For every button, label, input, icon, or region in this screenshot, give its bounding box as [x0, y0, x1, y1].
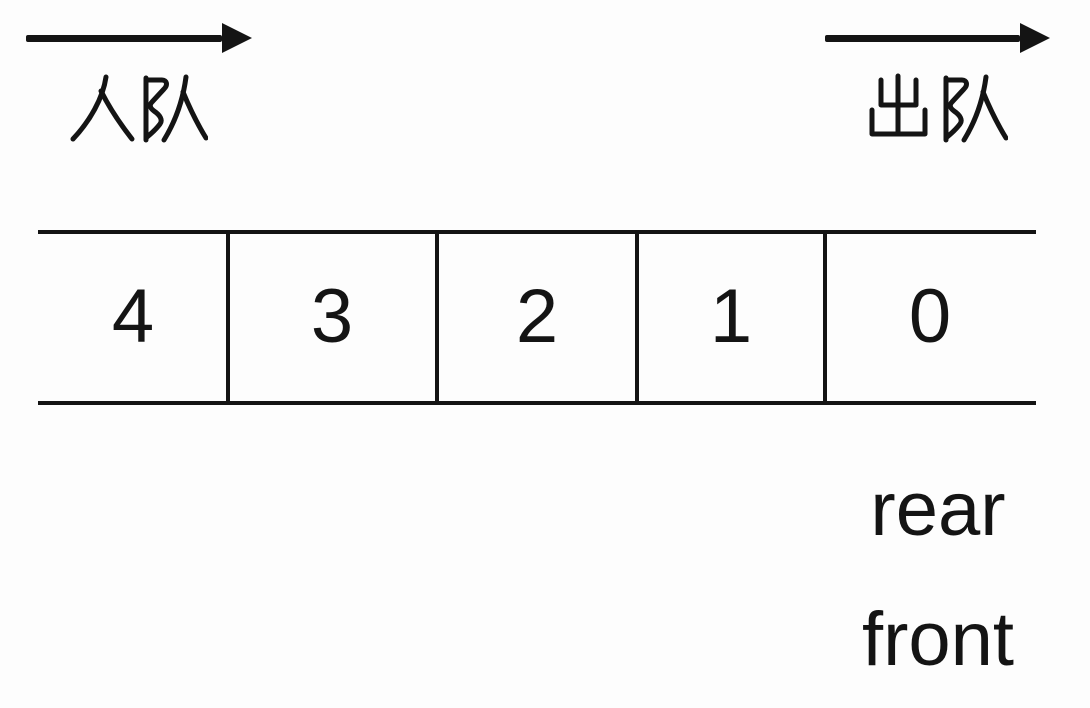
queue-bottom-line: [38, 401, 1036, 405]
queue-top-line: [38, 230, 1036, 234]
dequeue-arrow-head: [1020, 23, 1050, 53]
cell-divider: [635, 230, 639, 405]
cell-divider: [435, 230, 439, 405]
front-pointer-label: front: [861, 597, 1015, 682]
dequeue-label-text: 出队: [0, 0, 1, 1]
cell-divider: [226, 230, 230, 405]
enqueue-arrow-shaft: [26, 35, 222, 42]
queue-cell-value: 2: [515, 274, 559, 359]
queue-cell-value: 1: [709, 274, 753, 359]
cell-divider: [823, 230, 827, 405]
enqueue-label-glyph: [70, 74, 208, 143]
dequeue-arrow-shaft: [825, 35, 1020, 42]
queue-cell-value: 4: [111, 274, 155, 359]
enqueue-label-text: 入队: [0, 0, 1, 1]
queue-cell-value: 3: [310, 274, 354, 359]
dequeue-label-glyph: [869, 73, 1008, 143]
queue-cell-value: 0: [908, 274, 952, 359]
rear-pointer-label: rear: [870, 467, 1006, 552]
enqueue-arrow-head: [222, 23, 252, 53]
